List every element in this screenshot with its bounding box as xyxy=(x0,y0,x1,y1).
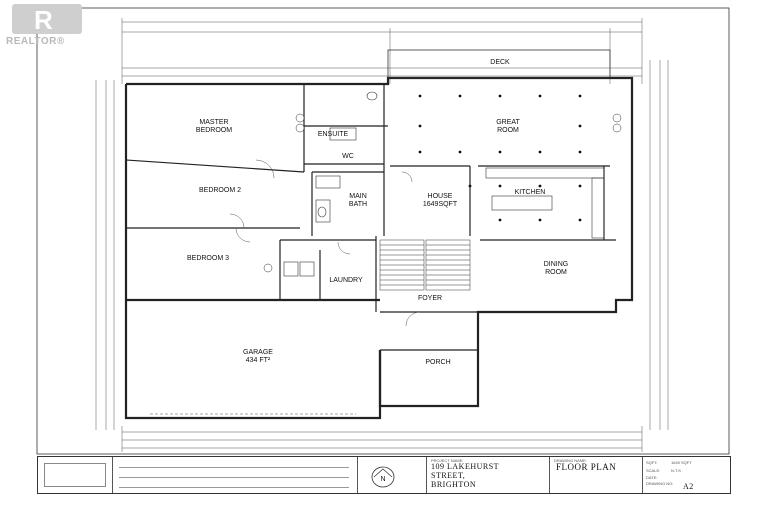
bath-fixtures xyxy=(283,91,378,277)
house-area-label: HOUSE xyxy=(428,193,453,200)
room-label-great-room: GREAT xyxy=(496,119,520,126)
room-label-laundry: LAUNDRY xyxy=(329,277,363,284)
scale-value: N.T.S xyxy=(671,468,681,473)
door-swings xyxy=(229,159,421,327)
realtor-logo-mark xyxy=(12,4,82,34)
room-label-great-room-line2: ROOM xyxy=(497,127,519,134)
realtor-logo: R REALTOR® xyxy=(4,4,84,48)
dimension-lines-sides xyxy=(95,60,669,430)
drawing-name-label: DRAWING NAME: xyxy=(554,458,587,463)
drawing-name: FLOOR PLAN xyxy=(556,462,617,472)
stairs xyxy=(379,239,471,291)
exterior-walls xyxy=(124,76,634,420)
title-block-project-cell: PROJECT NAME: 109 LAKEHURST STREET, BRIG… xyxy=(427,457,550,493)
revision-line-1 xyxy=(119,467,349,468)
title-block-drawing-cell: DRAWING NAME: FLOOR PLAN xyxy=(550,457,643,493)
room-label-porch: PORCH xyxy=(425,359,450,366)
north-arrow-icon: N xyxy=(371,466,395,488)
title-block-info-cell: SQFT: 1649 SQFT SCALE: N.T.S DATE: DRAWI… xyxy=(643,457,730,493)
room-label-bedroom-2: BEDROOM 2 xyxy=(199,187,241,194)
room-label-wc: WC xyxy=(342,153,354,160)
room-label-dining-room: DINING xyxy=(544,261,569,268)
date-label: DATE: xyxy=(646,475,658,480)
room-label-dining-room-line2: ROOM xyxy=(545,269,567,276)
kitchen-counters xyxy=(485,167,605,239)
title-block-logo-cell xyxy=(38,457,113,493)
callout-markers xyxy=(263,113,622,273)
room-label-kitchen: KITCHEN xyxy=(515,189,546,196)
realtor-logo-text: REALTOR® xyxy=(6,36,65,47)
north-label: N xyxy=(380,476,385,483)
sqft-label: SQFT: xyxy=(646,460,658,465)
room-label-bedroom-3: BEDROOM 3 xyxy=(187,255,229,262)
project-line-1: 109 LAKEHURST xyxy=(431,462,500,471)
drawing-number: A2 xyxy=(683,482,694,491)
project-line-3: BRIGHTON xyxy=(431,480,477,489)
realtor-logo-letter: R xyxy=(34,5,53,35)
revision-line-2 xyxy=(119,477,349,478)
title-block-north-cell xyxy=(358,457,427,493)
room-label-foyer: FOYER xyxy=(418,295,442,302)
sheet-border xyxy=(36,7,730,455)
dimension-lines-bottom xyxy=(121,426,643,452)
project-name-label: PROJECT NAME: xyxy=(431,458,464,463)
room-label-master-bedroom-line2: BEDROOM xyxy=(196,127,232,134)
room-label-master-bedroom: MASTER xyxy=(199,119,228,126)
deck xyxy=(387,49,611,79)
room-label-garage: GARAGE xyxy=(243,349,273,356)
drawing-no-label: DRAWING NO: xyxy=(646,481,674,486)
room-labels: MASTER BEDROOM ENSUITE WC MAIN BATH BEDR… xyxy=(187,59,568,366)
room-label-deck: DECK xyxy=(490,59,510,66)
title-block: PROJECT NAME: 109 LAKEHURST STREET, BRIG… xyxy=(37,456,731,494)
scale-label: SCALE: xyxy=(646,468,661,473)
project-line-2: STREET, xyxy=(431,471,466,480)
room-label-main-bath-line2: BATH xyxy=(349,201,367,208)
title-block-stamp xyxy=(44,463,106,487)
title-block-revision-cell xyxy=(113,457,358,493)
room-label-ensuite: ENSUITE xyxy=(318,131,349,138)
dimension-lines-top xyxy=(121,18,643,84)
garage-area: 434 FT² xyxy=(246,357,271,364)
sqft-value: 1649 SQFT xyxy=(671,460,692,465)
room-label-main-bath: MAIN xyxy=(349,193,367,200)
ceiling-lights xyxy=(418,94,582,222)
revision-line-3 xyxy=(119,487,349,488)
house-area-sqft: 1649SQFT xyxy=(423,201,458,208)
